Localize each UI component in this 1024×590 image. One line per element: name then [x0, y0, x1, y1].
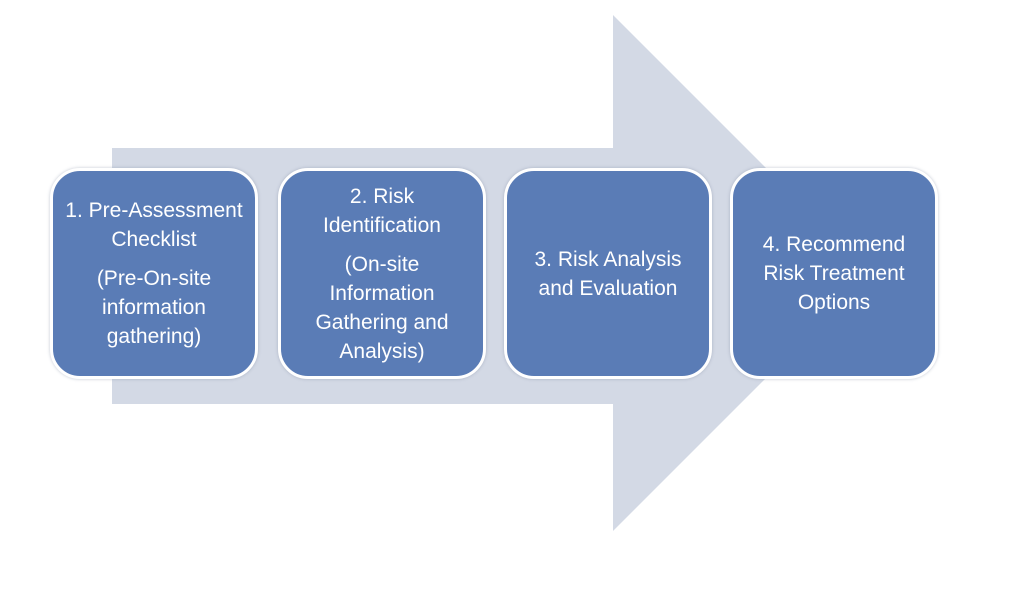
step-3-title: 3. Risk Analysis and Evaluation: [534, 247, 682, 300]
step-4-title: 4. Recommend Risk Treatment Options: [762, 233, 906, 314]
step-2-title: 2. Risk Identification: [323, 184, 441, 237]
step-box-4: 4. Recommend Risk Treatment Options: [730, 168, 938, 379]
step-box-3: 3. Risk Analysis and Evaluation: [504, 168, 712, 379]
step-box-1: 1. Pre-Assessment Checklist (Pre-On-site…: [50, 168, 258, 379]
step-1-subtitle: (Pre-On-site information gathering): [96, 267, 212, 348]
right-arrow-icon: [112, 15, 871, 531]
step-2-subtitle: (On-site Information Gathering and Analy…: [315, 252, 449, 363]
step-1-title: 1. Pre-Assessment Checklist: [65, 199, 243, 251]
step-box-2: 2. Risk Identification (On-site Informat…: [278, 168, 486, 379]
